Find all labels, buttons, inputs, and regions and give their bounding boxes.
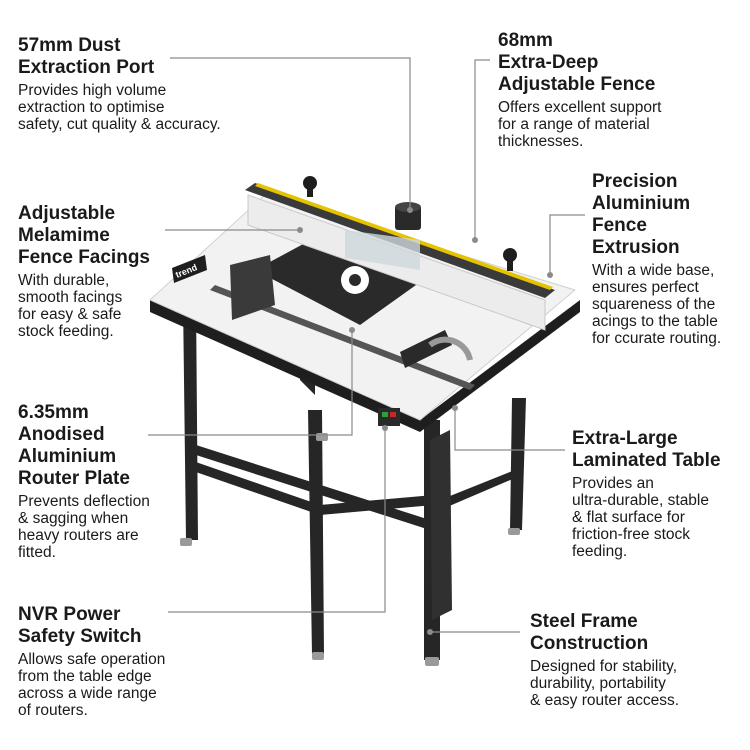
callout-body: Prevents deflection & sagging when heavy…	[18, 493, 150, 561]
mitre-gauge	[400, 330, 473, 368]
featherboard	[230, 255, 275, 320]
callout-body: Provides an ultra-durable, stable & flat…	[572, 475, 709, 560]
callout-switch: NVR Power Safety Switch Allows safe oper…	[18, 604, 218, 719]
nvr-switch	[378, 408, 400, 426]
callout-frame: Steel Frame Construction Designed for st…	[530, 611, 740, 709]
dust-port-housing	[345, 202, 421, 270]
callout-title: 57mm Dust Extraction Port	[18, 35, 155, 78]
callout-body: Designed for stability, durability, port…	[530, 658, 680, 709]
feet	[180, 433, 520, 666]
callout-title: 68mm Extra-Deep Adjustable Fence	[498, 30, 656, 95]
brand-plaque: trend	[172, 255, 207, 283]
fence-knobs	[303, 176, 517, 271]
leader-switch	[168, 428, 386, 613]
callout-table: Extra-Large Laminated Table Provides an …	[572, 428, 748, 560]
callout-title: NVR Power Safety Switch	[18, 604, 142, 647]
callout-body: With durable, smooth facings for easy & …	[18, 272, 123, 340]
callout-title: Extra-Large Laminated Table	[572, 428, 721, 471]
leader-table	[454, 408, 565, 451]
callout-extrusion: Precision Aluminium Fence Extrusion With…	[592, 171, 748, 347]
table-edge	[150, 300, 580, 432]
callout-fence: 68mm Extra-Deep Adjustable Fence Offers …	[498, 30, 738, 150]
leader-router-plate	[148, 330, 353, 436]
callout-facings: Adjustable Melamime Fence Facings With d…	[18, 203, 178, 340]
leader-dust-port	[170, 57, 411, 210]
fence-scale	[255, 183, 553, 290]
callout-dust-port: 57mm Dust Extraction Port Provides high …	[18, 35, 298, 133]
callout-title: Adjustable Melamime Fence Facings	[18, 203, 150, 268]
leader-fence	[474, 59, 490, 240]
leader-extrusion	[549, 214, 585, 275]
callout-router-plate: 6.35mm Anodised Aluminium Router Plate P…	[18, 402, 188, 561]
callout-title: Steel Frame Construction	[530, 611, 649, 654]
callout-body: With a wide base, ensures perfect square…	[592, 262, 722, 347]
callout-title: 6.35mm Anodised Aluminium Router Plate	[18, 402, 130, 489]
callout-body: Provides high volume extraction to optim…	[18, 82, 221, 133]
callout-body: Offers excellent support for a range of …	[498, 99, 662, 150]
callout-title: Precision Aluminium Fence Extrusion	[592, 171, 691, 258]
callout-body: Allows safe operation from the table edg…	[18, 651, 166, 719]
